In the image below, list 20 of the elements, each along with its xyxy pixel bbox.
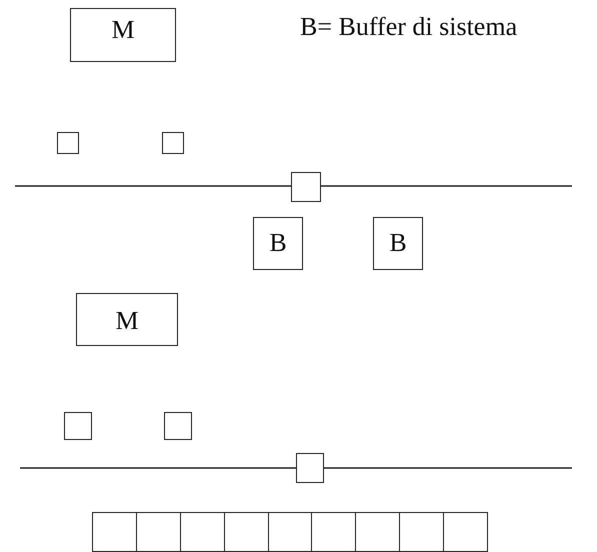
small-square: [296, 453, 324, 483]
cell-square: [180, 512, 226, 552]
small-square: [57, 132, 79, 154]
cell-square: [224, 512, 270, 552]
labeled-box: B: [253, 217, 303, 270]
small-square: [162, 132, 184, 154]
cell-square: [355, 512, 401, 552]
cell-square: [268, 512, 313, 552]
labeled-box: B: [373, 217, 423, 270]
legend-note: B= Buffer di sistema: [300, 12, 518, 42]
labeled-box: M: [76, 293, 178, 346]
cell-square: [136, 512, 182, 552]
small-square: [64, 412, 92, 440]
cell-square: [92, 512, 138, 552]
small-square: [164, 412, 192, 440]
cell-square: [443, 512, 488, 552]
cell-square: [311, 512, 357, 552]
cell-square: [399, 512, 445, 552]
labeled-box: M: [70, 8, 176, 62]
small-square: [291, 172, 321, 202]
